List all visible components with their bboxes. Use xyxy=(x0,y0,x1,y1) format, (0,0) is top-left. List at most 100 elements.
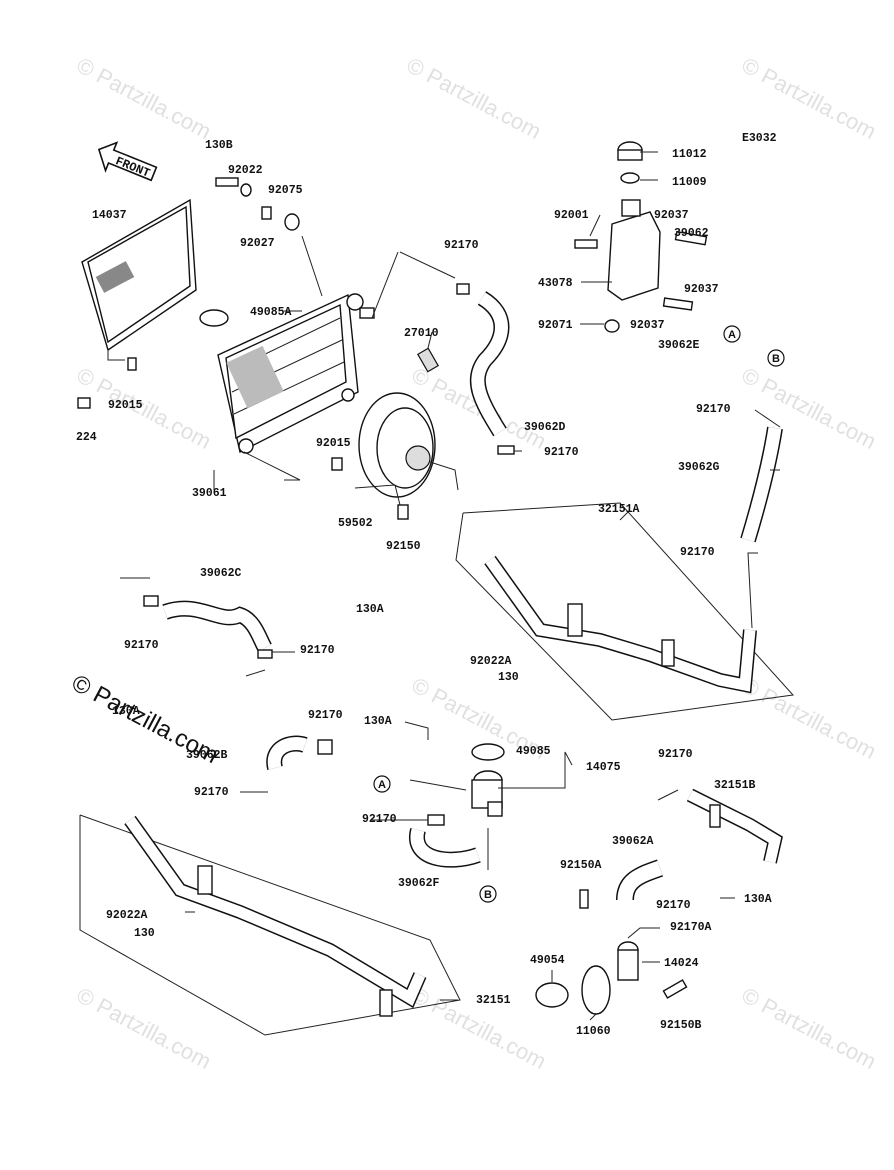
watermark: © Partzilla.com xyxy=(738,52,881,144)
part-label: 49085A xyxy=(250,306,292,319)
clamp xyxy=(427,814,445,826)
part-label: 92150B xyxy=(660,1019,702,1032)
part-label: 92027 xyxy=(240,237,275,250)
bolt-92150A xyxy=(579,889,589,909)
part-label: 39062A xyxy=(612,835,654,848)
watermark: © Partzilla.com xyxy=(73,982,216,1074)
part-label: 92150A xyxy=(560,859,602,872)
part-label: 92170 xyxy=(124,639,159,652)
part-label: 92071 xyxy=(538,319,573,332)
part-label: 92170 xyxy=(308,709,343,722)
part-label: 32151B xyxy=(714,779,756,792)
part-label: 14024 xyxy=(664,957,699,970)
part-label: 92022A xyxy=(470,655,512,668)
watermark: © Partzilla.com xyxy=(73,52,216,144)
callout-b-1: B xyxy=(767,349,785,367)
part-label: 92001 xyxy=(554,209,589,222)
part-label: 92170 xyxy=(658,748,693,761)
radiator xyxy=(199,293,375,454)
part-label: 92015 xyxy=(108,399,143,412)
watermark: © Partzilla.com xyxy=(403,52,546,144)
clamp xyxy=(456,283,470,295)
part-label: 92170 xyxy=(300,644,335,657)
clip-92015-b xyxy=(331,457,343,471)
part-label: 32151 xyxy=(476,994,511,1007)
clamp xyxy=(143,595,159,607)
svg-text:B: B xyxy=(484,889,492,901)
part-label: 14037 xyxy=(92,209,127,222)
svg-text:B: B xyxy=(772,353,780,365)
part-label: 92170 xyxy=(362,813,397,826)
watermark: © Partzilla.com xyxy=(738,362,881,454)
part-label: 49054 xyxy=(530,954,565,967)
part-label: 92170 xyxy=(444,239,479,252)
front-arrow: FRONT xyxy=(97,141,158,182)
part-label: 92037 xyxy=(654,209,689,222)
part-label: 92037 xyxy=(684,283,719,296)
gasket-11060 xyxy=(581,965,611,1015)
part-label: 224 xyxy=(76,431,97,444)
part-label: 130A xyxy=(744,893,772,906)
part-label: 39062E xyxy=(658,339,700,352)
watermark: © Partzilla.com xyxy=(738,672,881,764)
part-label: 92037 xyxy=(630,319,665,332)
collar-92027 xyxy=(261,206,272,220)
thermostat-housing xyxy=(471,743,505,817)
reservoir-tank xyxy=(574,141,708,333)
part-label: 11060 xyxy=(576,1025,611,1038)
callout-b-2: B xyxy=(479,885,497,903)
part-label: 92150 xyxy=(386,540,421,553)
part-label: 92170 xyxy=(680,546,715,559)
part-label: 130B xyxy=(205,139,233,152)
thermo-sensor xyxy=(416,347,440,373)
part-label: 39062G xyxy=(678,461,720,474)
radiator-screen xyxy=(81,198,197,361)
part-label: 11012 xyxy=(672,148,707,161)
part-label: 11009 xyxy=(672,176,707,189)
washer-92022 xyxy=(240,183,252,197)
svg-text:A: A xyxy=(378,779,386,791)
callout-a-2: A xyxy=(373,775,391,793)
svg-text:A: A xyxy=(728,329,736,341)
part-label: 92170 xyxy=(544,446,579,459)
part-label: 130A xyxy=(364,715,392,728)
bolt-92150B xyxy=(662,979,688,999)
pipe-32151 xyxy=(79,814,461,1036)
part-label: 92022 xyxy=(228,164,263,177)
part-label: 92075 xyxy=(268,184,303,197)
part-label: 39062B xyxy=(186,749,228,762)
clamp xyxy=(497,445,515,455)
part-label: 39062C xyxy=(200,567,242,580)
part-label: 92170 xyxy=(194,786,229,799)
pipe-32151B xyxy=(686,788,783,864)
clamp xyxy=(317,739,333,755)
part-label: 39061 xyxy=(192,487,227,500)
bolt-130B xyxy=(215,177,239,187)
part-label: 92015 xyxy=(316,437,351,450)
pipe-32151A xyxy=(455,502,795,721)
leader-lines xyxy=(120,151,781,1021)
part-label: 32151A xyxy=(598,503,640,516)
pipe-14024-body xyxy=(617,949,639,981)
part-label: 92022A xyxy=(106,909,148,922)
part-label: 59502 xyxy=(338,517,373,530)
part-label: 130A xyxy=(112,705,140,718)
clip-92015 xyxy=(127,357,137,371)
part-label: 130 xyxy=(134,927,155,940)
part-label: 39062 xyxy=(674,227,709,240)
part-label: 49085 xyxy=(516,745,551,758)
part-label: 14075 xyxy=(586,761,621,774)
part-label: 92170 xyxy=(656,899,691,912)
bolt-224 xyxy=(77,397,91,409)
watermark: © Partzilla.com xyxy=(738,982,881,1074)
bolt-92150 xyxy=(397,504,409,520)
thermostat-49054 xyxy=(535,982,569,1008)
part-label: 27010 xyxy=(404,327,439,340)
diagram-code: E3032 xyxy=(742,132,777,145)
part-label: 92170 xyxy=(696,403,731,416)
part-labels: 130B 92022 92075 92027 14037 49085A 2701… xyxy=(76,139,772,1038)
part-label: 39062F xyxy=(398,877,440,890)
cooling-fan xyxy=(354,392,459,506)
part-label: 130A xyxy=(356,603,384,616)
